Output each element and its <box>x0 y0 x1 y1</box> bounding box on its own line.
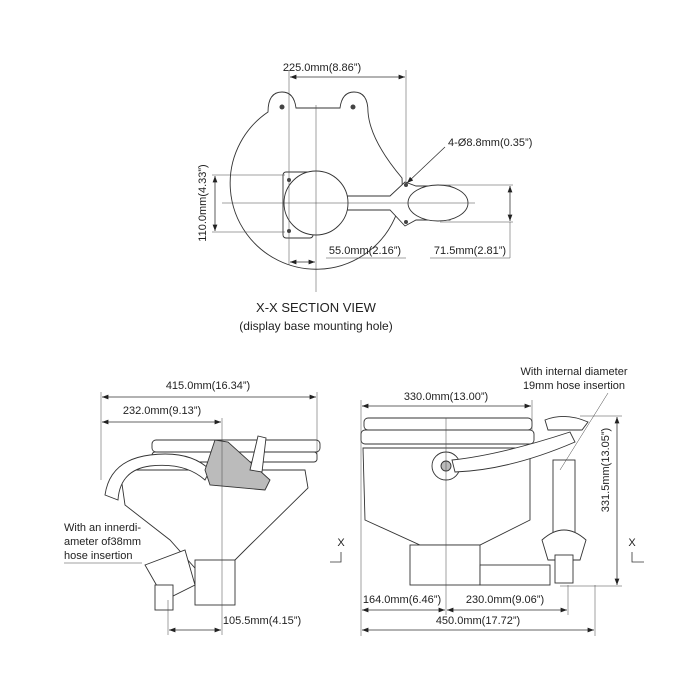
pump-valve <box>541 529 587 561</box>
note-line-2: ameter of38mm <box>64 536 141 548</box>
pump-body <box>204 439 271 491</box>
lid <box>363 417 533 431</box>
note-line-2: 19mm hose insertion <box>523 380 625 392</box>
mounting-holes <box>279 104 408 233</box>
pump-handle <box>249 435 267 473</box>
section-marker-left: X <box>337 537 345 549</box>
dim-450: 450.0mm(17.72”) <box>436 615 520 627</box>
pump-outlet <box>554 554 574 584</box>
section-subtitle: (display base mounting hole) <box>239 319 392 333</box>
outlet-pipe <box>154 584 174 611</box>
base <box>409 544 481 586</box>
base <box>194 559 236 606</box>
dim-225: 225.0mm(8.86”) <box>283 62 361 74</box>
note-line-1: With an innerdi- <box>64 522 141 534</box>
dim-55: 55.0mm(2.16”) <box>329 245 401 257</box>
front-view: 330.0mm(13.00”) 164.0mm(6.46”) 230.0mm(9… <box>330 366 644 636</box>
section-marker-right: X <box>628 537 636 549</box>
dim-holes: 4-Ø8.8mm(0.35”) <box>448 137 532 149</box>
hose <box>451 431 576 473</box>
dim-331-5: 331.5mm(13.05”) <box>600 428 612 512</box>
pump-handle <box>544 416 589 431</box>
section-marker-right-line <box>631 552 644 563</box>
dim-415: 415.0mm(16.34”) <box>166 380 250 392</box>
side-view: 415.0mm(16.34”) 232.0mm(9.13”) 105.5mm(4… <box>64 380 321 635</box>
dim-230: 230.0mm(9.06”) <box>466 594 544 606</box>
seat <box>360 429 535 445</box>
note-line-1: With internal diameter <box>521 366 628 378</box>
note-line-3: hose insertion <box>64 550 133 562</box>
section-title: X-X SECTION VIEW <box>256 300 377 315</box>
dim-164: 164.0mm(6.46”) <box>363 594 441 606</box>
pump-cylinder <box>552 459 576 536</box>
dim-105-5: 105.5mm(4.15”) <box>223 615 301 627</box>
dim-330: 330.0mm(13.00”) <box>404 391 488 403</box>
dim-71-5: 71.5mm(2.81”) <box>434 245 506 257</box>
pump-base <box>479 564 551 586</box>
section-view: 225.0mm(8.86”) 110.0mm(4.33”) 55.0mm(2.1… <box>197 62 532 333</box>
dim-232: 232.0mm(9.13”) <box>123 405 201 417</box>
section-marker-left-line <box>330 552 342 563</box>
dim-110: 110.0mm(4.33”) <box>197 164 209 241</box>
